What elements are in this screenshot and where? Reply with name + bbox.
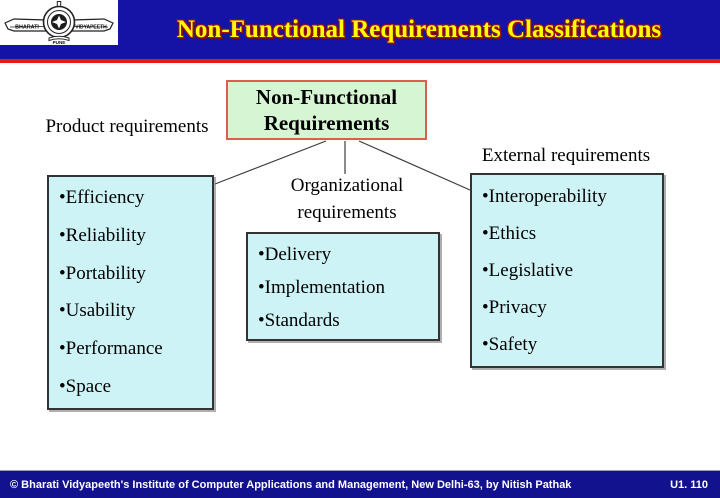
list-item: Legislative: [482, 252, 658, 289]
label-organizational-requirements: Organizational requirements: [290, 175, 404, 223]
list-item: Performance: [59, 330, 208, 368]
footer-bar: © Bharati Vidyapeeth's Institute of Comp…: [0, 470, 720, 498]
organizational-requirements-box: Delivery Implementation Standards: [246, 232, 440, 341]
logo-emblem-icon: BHARATI VIDYAPEETH PUNE: [4, 1, 114, 45]
list-item: Standards: [258, 304, 434, 337]
slide-title: Non-Functional Requirements Classificati…: [176, 15, 662, 43]
logo-city-text: PUNE: [53, 40, 66, 45]
list-item: Usability: [59, 292, 208, 330]
header-accent-line: [0, 59, 720, 63]
external-requirements-box: Interoperability Ethics Legislative Priv…: [470, 173, 664, 368]
bharati-vidyapeeth-logo-icon: BHARATI VIDYAPEETH PUNE: [0, 0, 118, 45]
list-item: Reliability: [59, 217, 208, 255]
list-item: Efficiency: [59, 179, 208, 217]
list-item: Space: [59, 368, 208, 406]
footer-slide-number: U1. 110: [670, 478, 708, 491]
root-node-non-functional-requirements: Non-Functional Requirements: [226, 80, 427, 140]
list-item: Privacy: [482, 290, 658, 327]
product-requirements-box: Efficiency Reliability Portability Usabi…: [47, 175, 214, 410]
list-item: Portability: [59, 255, 208, 293]
list-item: Interoperability: [482, 178, 658, 215]
header-bar: BHARATI VIDYAPEETH PUNE Non-Functional R…: [0, 0, 720, 59]
list-item: Safety: [482, 327, 658, 364]
logo-left-wing-text: BHARATI: [15, 25, 39, 31]
label-product-requirements: Product requirements: [45, 116, 209, 137]
logo-right-wing-text: VIDYAPEETH: [75, 25, 107, 31]
label-external-requirements: External requirements: [481, 145, 651, 166]
list-item: Delivery: [258, 239, 434, 272]
list-item: Ethics: [482, 215, 658, 252]
list-item: Implementation: [258, 272, 434, 305]
footer-copyright: © Bharati Vidyapeeth's Institute of Comp…: [10, 478, 572, 491]
